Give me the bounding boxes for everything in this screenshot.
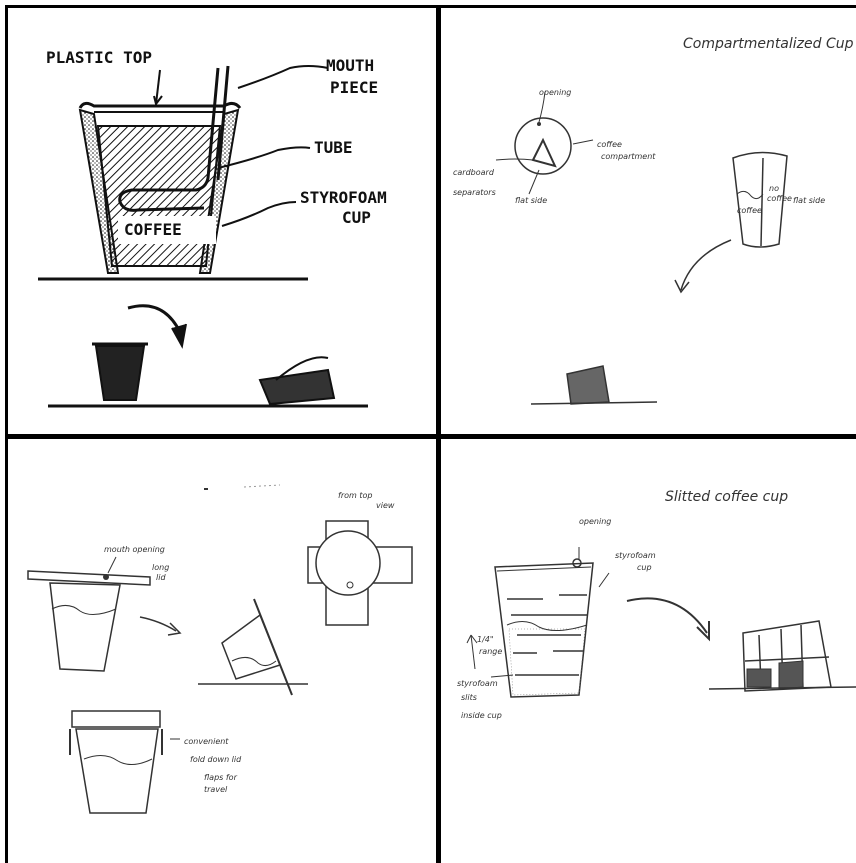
- label-flat-side-cup: flat side: [793, 196, 825, 205]
- label-coffee-cup: coffee: [737, 206, 762, 215]
- label-fold-flaps-line1: convenient: [184, 737, 228, 746]
- slitted-cup-body: [495, 563, 593, 697]
- label-fold-flaps-line4: travel: [204, 785, 227, 794]
- label-fold-flaps-line3: flaps for: [204, 773, 237, 782]
- label-slits-line3: inside cup: [461, 711, 502, 720]
- top-view-circle: [515, 118, 571, 174]
- label-tube: TUBE: [314, 138, 353, 158]
- label-size-range-line2: range: [479, 647, 502, 656]
- label-no-coffee-line1: no: [769, 184, 779, 193]
- long-lid-cup-body: [50, 583, 120, 671]
- panel-mouthpiece-cup: PLASTIC TOP MOUTH PIECE TUBE STYROFOAM C…: [8, 8, 436, 434]
- tipped-long-lid-cup: [222, 615, 280, 679]
- panel-long-lid-cup: mouth opening long lid from top view con…: [8, 439, 436, 863]
- fold-down-lid-cup: [72, 711, 160, 727]
- slitted-cup-drawing: [441, 439, 856, 863]
- label-long-lid-line1: long: [152, 563, 169, 572]
- panel-4-title: Slitted coffee cup: [665, 489, 788, 505]
- label-no-coffee-line2: coffee: [767, 194, 792, 203]
- compartmentalized-cup-drawing: [441, 8, 856, 434]
- label-opening: opening: [539, 88, 571, 97]
- label-cardboard-line2: separators: [453, 188, 496, 197]
- label-size-range-line1: 1/4": [477, 635, 494, 644]
- label-from-top-view-line2: view: [376, 501, 394, 510]
- panel-2-title: Compartmentalized Cup: [683, 36, 854, 52]
- label-styrofoam-line1: STYROFOAM: [300, 188, 387, 208]
- long-lid: [28, 571, 150, 585]
- label-coffee-compartment-line2: compartment: [601, 152, 655, 161]
- label-mouth-opening: mouth opening: [104, 545, 165, 554]
- tipped-compartment-cup: [567, 366, 609, 404]
- label-from-top-view-line1: from top: [338, 491, 372, 500]
- tipped-cup-small: [260, 370, 334, 404]
- coffee-fill: [98, 126, 220, 266]
- label-mouth-piece-line2: PIECE: [330, 78, 378, 98]
- label-styrofoam-cup-line1: styrofoam: [615, 551, 656, 560]
- label-slits-line2: slits: [461, 693, 477, 702]
- label-coffee: COFFEE: [124, 220, 182, 240]
- label-fold-flaps-line2: fold down lid: [190, 755, 241, 764]
- label-coffee-compartment-line1: coffee: [597, 140, 622, 149]
- slit-shading: [509, 629, 585, 695]
- label-long-lid-line2: lid: [156, 573, 166, 582]
- label-flat-side-top: flat side: [515, 196, 547, 205]
- label-styrofoam-cup-line2: cup: [637, 563, 652, 572]
- panel-compartmentalized-cup: Compartmentalized Cup opening coffee com…: [441, 8, 856, 434]
- upright-cup-small: [96, 346, 144, 400]
- label-opening-slitted: opening: [579, 517, 611, 526]
- panel-slitted-cup: Slitted coffee cup opening styrofoam cup…: [441, 439, 856, 863]
- label-mouth-piece-line1: MOUTH: [326, 56, 374, 76]
- label-cardboard-line1: cardboard: [453, 168, 494, 177]
- label-plastic-top: PLASTIC TOP: [46, 48, 152, 68]
- label-styrofoam-line2: CUP: [342, 208, 371, 228]
- long-lid-cup-drawing: [8, 439, 436, 863]
- label-slits-line1: styrofoam: [457, 679, 498, 688]
